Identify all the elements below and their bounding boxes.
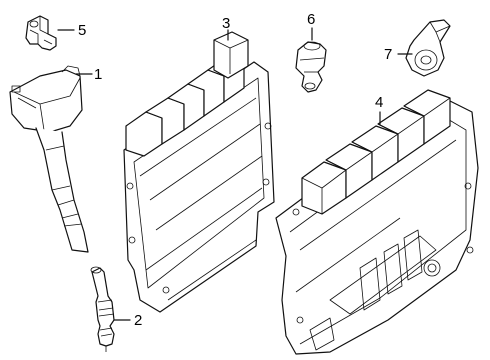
callout-6: 6 [307, 11, 315, 28]
callout-7: 7 [384, 46, 392, 63]
part-6-position-sensor [295, 27, 327, 93]
part-2-spark-plug [90, 266, 131, 352]
callout-4: 4 [375, 94, 383, 111]
callout-2: 2 [134, 312, 142, 329]
callout-1: 1 [94, 66, 102, 83]
part-1-ignition-coil [9, 65, 93, 253]
callout-3: 3 [222, 15, 230, 32]
part-5-sensor [25, 15, 75, 51]
part-7-knock-sensor [397, 19, 451, 77]
callout-5: 5 [78, 22, 86, 39]
part-4-engine-control-module [275, 89, 479, 355]
part-3-engine-control-module [123, 29, 275, 313]
